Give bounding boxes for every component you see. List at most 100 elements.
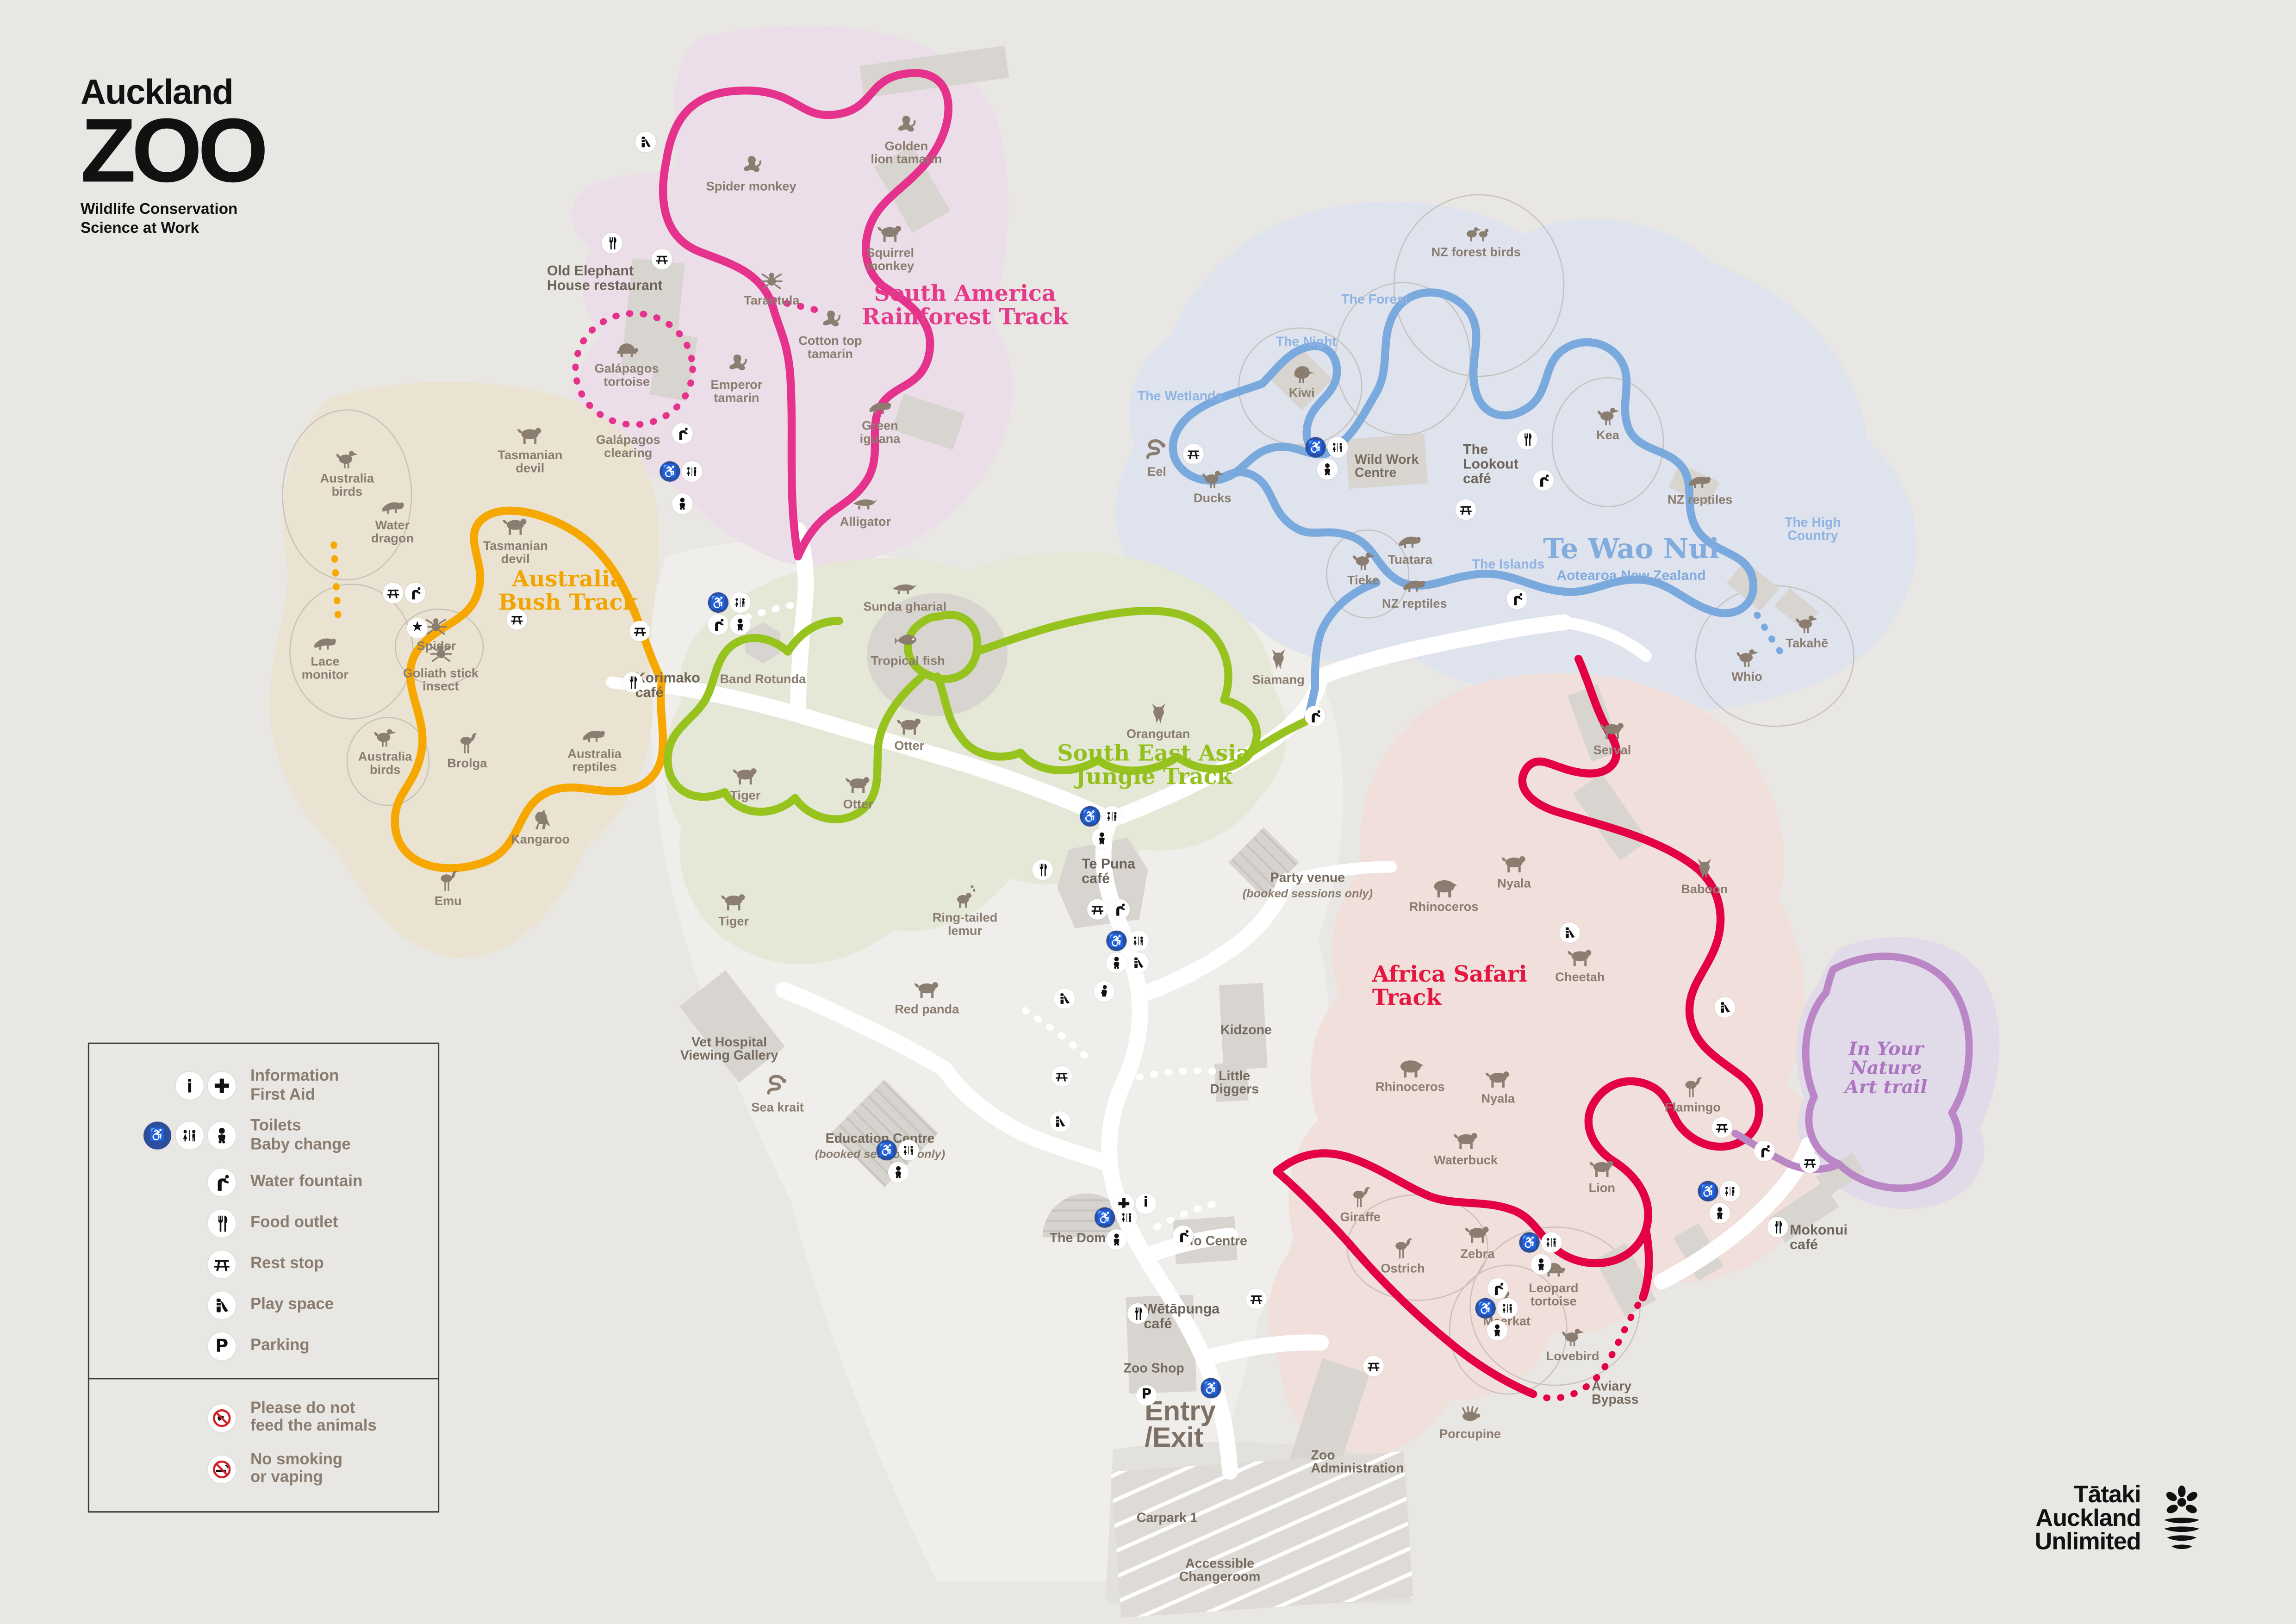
- legend-icons: [101, 1404, 236, 1432]
- facility-row: [1363, 1356, 1384, 1377]
- facility-cluster: [1559, 922, 1580, 943]
- accessible-icon: ♿: [1095, 1207, 1115, 1228]
- legend-row-water-fountain: Water fountain: [101, 1168, 423, 1196]
- facility-cluster: ★: [407, 618, 428, 639]
- facility-row: [1506, 588, 1527, 610]
- rest-icon: [506, 609, 528, 630]
- accessible-icon: ♿: [1080, 806, 1101, 827]
- label-entry-exit: Entry /Exit: [1145, 1397, 1216, 1454]
- facility-row: [1714, 997, 1736, 1018]
- label-w-t-punga-caf: Wētāpunga café: [1144, 1301, 1220, 1333]
- facility-cluster: [672, 493, 693, 514]
- facility-cluster: ♿: [876, 1140, 919, 1182]
- food-icon: [1032, 859, 1053, 880]
- toilets-icon: [1720, 1181, 1741, 1201]
- rest-icon: [383, 583, 404, 604]
- facility-row: [1032, 859, 1053, 880]
- rest-icon: [629, 621, 650, 641]
- facility-cluster: [1246, 1288, 1267, 1309]
- rest-icon: [1051, 1066, 1072, 1087]
- legend-icons: i: [101, 1072, 236, 1100]
- facility-row: i: [1114, 1193, 1156, 1214]
- facility-row: [1091, 828, 1112, 849]
- facility-cluster: [1517, 429, 1538, 450]
- label-old-elephant-house-restaurant: Old Elephant House restaurant: [547, 263, 663, 294]
- facility-row: [1754, 1140, 1775, 1161]
- legend-row-please-do-not-feed-the-animals: Please do not feed the animals: [101, 1399, 423, 1436]
- track-south-east-asia: [664, 606, 1309, 823]
- facility-row: [1246, 1288, 1267, 1309]
- label-vet-hospital-viewing-gallery: Vet Hospital Viewing Gallery: [680, 1034, 778, 1063]
- water-icon: [1173, 1226, 1194, 1246]
- facility-row: ♿: [1698, 1181, 1741, 1201]
- facility-cluster: ♿: [1095, 1207, 1137, 1250]
- label-band-rotunda: Band Rotunda: [720, 671, 806, 686]
- label-te-wao-nui: Te Wao Nui: [1543, 533, 1719, 566]
- legend-label-water-fountain: Water fountain: [250, 1172, 363, 1190]
- facility-cluster: [383, 583, 426, 604]
- facility-cluster: [1032, 859, 1053, 880]
- water-icon: [1109, 899, 1130, 920]
- facility-row: [1051, 1066, 1072, 1087]
- water-icon: [672, 423, 693, 444]
- accessible-icon: ♿: [1201, 1378, 1221, 1399]
- facility-row: ★: [407, 618, 428, 639]
- label-zoo-shop: Zoo Shop: [1123, 1361, 1184, 1375]
- facility-cluster: [1455, 499, 1476, 520]
- facility-row: [1530, 1254, 1551, 1275]
- facility-cluster: [1094, 981, 1114, 1002]
- facility-row: P: [1136, 1385, 1157, 1406]
- facility-row: [1455, 499, 1476, 520]
- facility-cluster: [1799, 1152, 1820, 1173]
- accessible-icon: ♿: [1475, 1298, 1496, 1319]
- toilets-icon: [730, 592, 751, 613]
- facility-row: ♿: [1519, 1232, 1562, 1253]
- facility-row: ♿: [1106, 930, 1149, 951]
- facility-row: [1127, 1303, 1148, 1324]
- toilets-icon: [1541, 1232, 1562, 1253]
- facility-cluster: [651, 249, 672, 270]
- label-wild-work-centre: Wild Work Centre: [1354, 452, 1419, 480]
- baby-icon: [1091, 828, 1112, 849]
- facility-row: ♿: [876, 1140, 919, 1161]
- facility-cluster: [1487, 1278, 1508, 1299]
- baby-icon: [672, 493, 693, 514]
- label-the-wetlands: The Wetlands: [1137, 388, 1223, 404]
- legend-icons: [101, 1168, 236, 1196]
- play-icon: [1050, 1111, 1070, 1132]
- facility-cluster: ♿: [660, 461, 703, 482]
- facility-row: [1559, 922, 1580, 943]
- toilets-icon: [1101, 806, 1123, 827]
- logo-city: Auckland: [81, 73, 234, 113]
- toilets-icon: [1497, 1298, 1518, 1319]
- flower-icon: [2164, 1485, 2200, 1549]
- facility-cluster: [1050, 1111, 1070, 1132]
- facility-cluster: [1714, 997, 1736, 1018]
- play-icon: [1128, 952, 1149, 973]
- nofeed-icon: [208, 1404, 236, 1432]
- facility-row: ♿: [1080, 806, 1123, 827]
- facility-row: [622, 672, 643, 693]
- facility-row: ♿: [1201, 1378, 1221, 1399]
- track-art-trail: [1731, 952, 1973, 1192]
- legend-label-information-first-aid: Information First Aid: [250, 1067, 339, 1104]
- facility-row: [635, 131, 656, 153]
- facility-cluster: [506, 609, 528, 630]
- play-icon: [635, 131, 656, 153]
- water-icon: [1305, 705, 1325, 727]
- facility-cluster: ♿: [1106, 930, 1149, 973]
- water-icon: [404, 583, 426, 604]
- facility-row: [708, 614, 751, 635]
- facility-cluster: ♿: [1201, 1378, 1221, 1399]
- baby-icon: [730, 614, 751, 635]
- tataki-auckland-unlimited-logo: Tātaki Auckland Unlimited: [2035, 1482, 2211, 1554]
- facility-cluster: [1173, 1226, 1194, 1246]
- legend-icons: ♿: [101, 1122, 236, 1150]
- facility-cluster: P: [1136, 1385, 1157, 1406]
- facility-cluster: [1506, 588, 1527, 610]
- facility-cluster: [1711, 1117, 1732, 1138]
- play-icon: [1054, 988, 1075, 1009]
